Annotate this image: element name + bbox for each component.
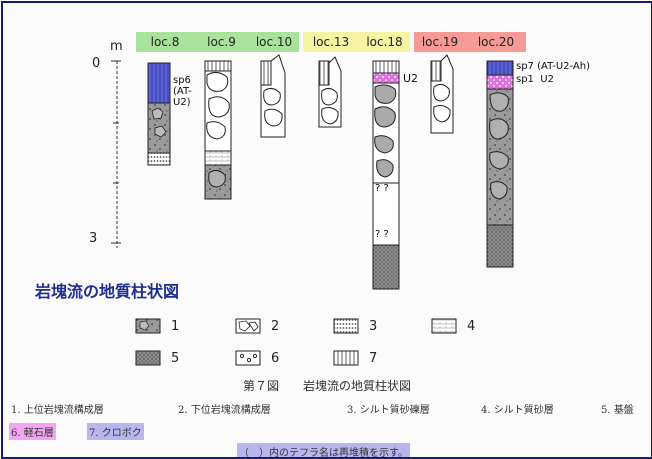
column-loc13 xyxy=(318,56,342,128)
footnote-6: 6. 軽石層 xyxy=(9,423,56,440)
column-diagram xyxy=(111,54,514,290)
legend-item-6: 6 xyxy=(235,350,279,366)
legend-item-5: 5 xyxy=(135,350,179,366)
loc8-sample-label: sp6 (AT- U2) xyxy=(173,75,192,108)
silty-gravel-swatch xyxy=(333,318,359,334)
scale-unit: m xyxy=(110,39,123,54)
footnote-4: 4. シルト質砂層 xyxy=(481,405,554,416)
loc-label-8: loc.8 xyxy=(136,32,194,52)
question-marks-lower: ? ? xyxy=(375,229,389,240)
loc-label-10: loc.10 xyxy=(249,32,299,52)
scale-zero: 0 xyxy=(92,56,101,71)
footnote-3: 3. シルト質砂礫層 xyxy=(347,405,430,416)
legend-item-7: 7 xyxy=(333,350,377,366)
column-loc20 xyxy=(486,60,514,268)
pumice-swatch xyxy=(235,350,261,366)
scale-three: 3 xyxy=(89,231,98,246)
footnote-2: 2. 下位岩塊流構成層 xyxy=(178,405,271,416)
diagram-title: 岩塊流の地質柱状図 xyxy=(35,282,180,301)
lower-boulder-swatch xyxy=(235,318,261,334)
footnote-1: 1. 上位岩塊流構成層 xyxy=(11,405,104,416)
upper-boulder-swatch xyxy=(135,318,161,334)
loc-label-20: loc.20 xyxy=(466,32,526,52)
loc-label-13: loc.13 xyxy=(303,32,359,52)
column-loc19 xyxy=(430,54,454,134)
tephra-note: （ ）内のテフラ名は再堆積を示す。 xyxy=(237,443,410,457)
loc20-sample-label-1: sp7 (AT-U2-Ah) xyxy=(516,61,591,72)
loc-label-18: loc.18 xyxy=(359,32,410,52)
kuroboku-swatch xyxy=(333,350,359,366)
column-loc18 xyxy=(372,60,400,290)
loc20-sample-label-2: sp1 U2 xyxy=(516,74,554,85)
column-loc9 xyxy=(204,60,232,200)
footnote-7: 7. クロボク xyxy=(87,423,144,440)
legend-item-2: 2 xyxy=(235,318,279,334)
loc18-sample-label: U2 xyxy=(403,72,419,85)
loc-label-19: loc.19 xyxy=(414,32,466,52)
column-loc10 xyxy=(260,54,286,138)
bedrock-swatch xyxy=(135,350,161,366)
question-marks-upper: ? ? xyxy=(375,183,389,194)
figure-caption: 第７図 岩塊流の地質柱状図 xyxy=(242,379,411,393)
loc-label-9: loc.9 xyxy=(194,32,249,52)
column-loc8 xyxy=(147,62,171,166)
footnote-5: 5. 基盤 xyxy=(601,405,634,416)
legend-item-3: 3 xyxy=(333,318,377,334)
silty-sand-swatch xyxy=(431,318,457,334)
legend-item-1: 1 xyxy=(135,318,179,334)
legend-item-4: 4 xyxy=(431,318,475,334)
